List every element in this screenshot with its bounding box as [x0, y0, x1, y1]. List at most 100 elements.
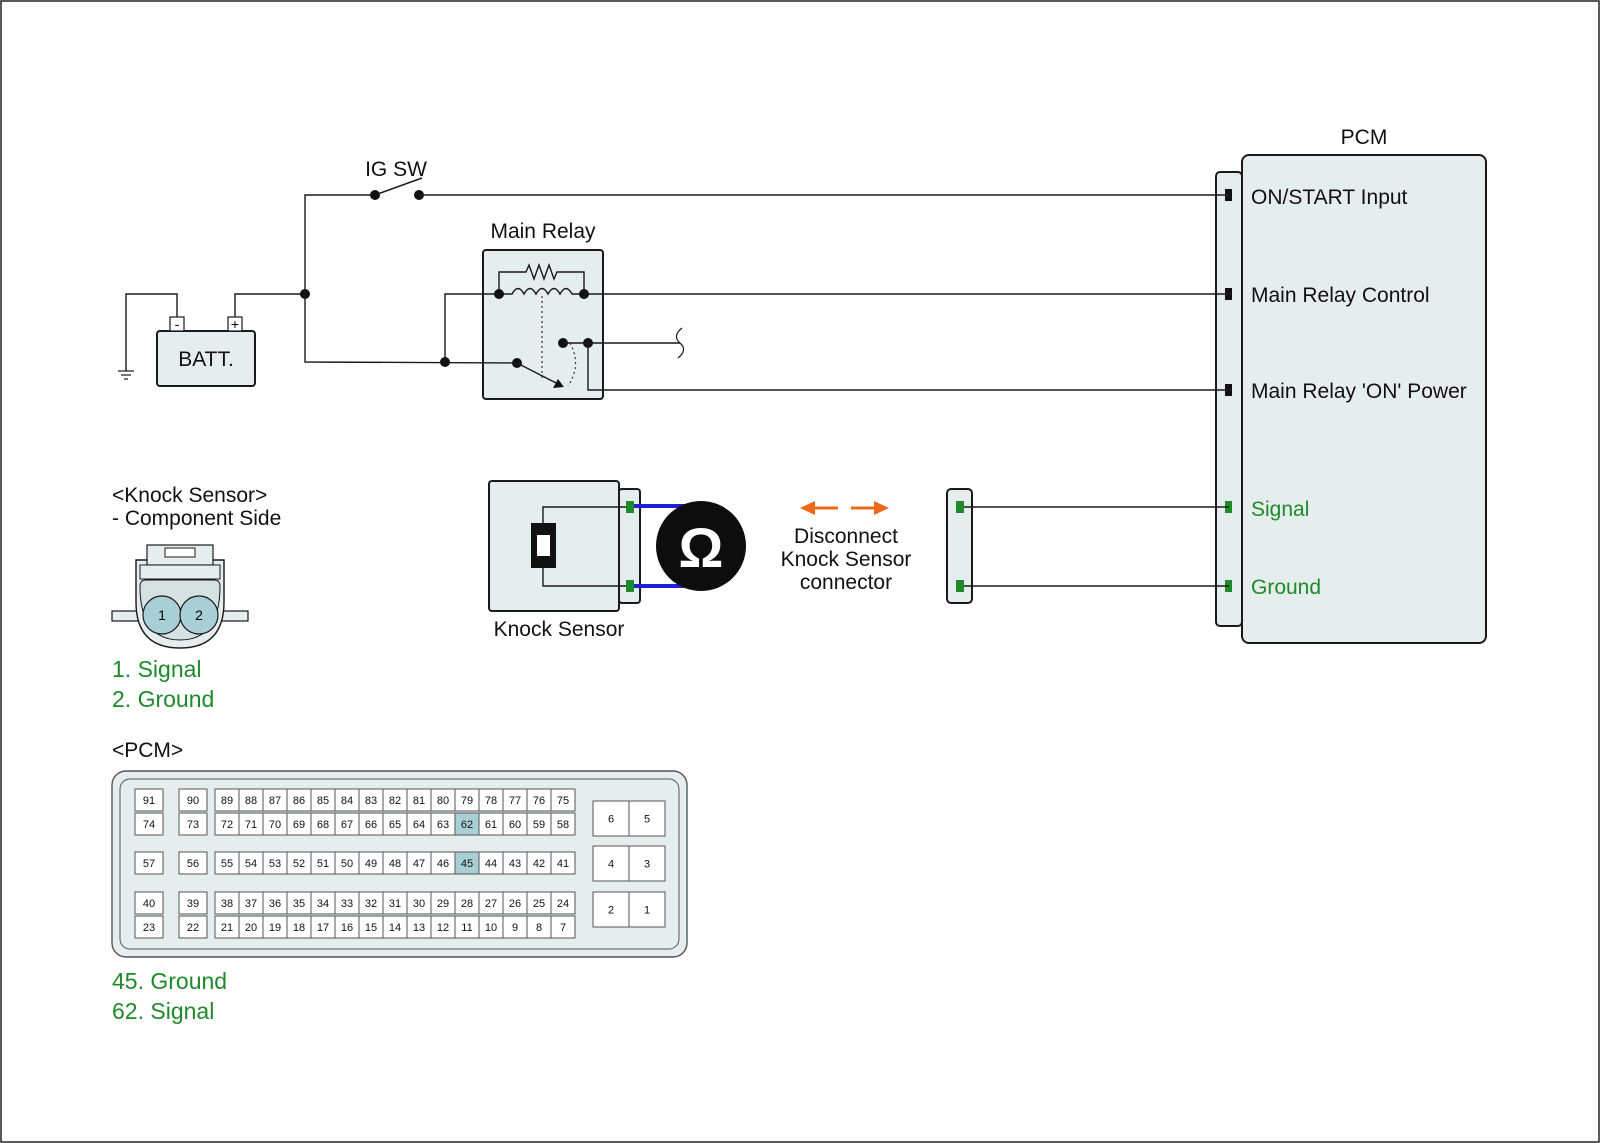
pcm-pin-label: 88	[245, 795, 257, 807]
pcm-pin-label: 84	[341, 795, 353, 807]
battery-label: BATT.	[178, 348, 234, 371]
pcm-pin-label: 21	[221, 922, 233, 934]
pcm-pin-label: 81	[413, 795, 425, 807]
pcm-pin-label: 9	[512, 922, 518, 934]
ground-icon	[118, 293, 178, 380]
pcm-legend-1: 45. Ground	[112, 968, 227, 994]
pcm-pin-label: 37	[245, 898, 257, 910]
pcm-pin-label: 87	[269, 795, 281, 807]
knock-sensor-pin-2	[626, 580, 634, 592]
pcm-pin-label: 29	[437, 898, 449, 910]
pcm-pin-39	[178, 891, 208, 915]
main-relay-label: Main Relay	[490, 220, 596, 243]
pcm-terminal-main-relay-control: Main Relay Control	[1251, 284, 1430, 307]
pcm-pin-4	[592, 845, 630, 882]
knock-connector-subtitle: - Component Side	[112, 507, 281, 530]
disconnect-line-3: connector	[800, 571, 892, 594]
wire-to-ig-sw	[304, 194, 375, 294]
pcm-pin-label: 19	[269, 922, 281, 934]
pcm-pin-label: 63	[437, 819, 449, 831]
knock-sensor-internal-wire-2	[542, 568, 630, 587]
pcm-pin-label: 79	[461, 795, 473, 807]
pcm-pin-90	[178, 788, 208, 812]
knock-sensor-connector	[618, 488, 641, 604]
pcm-pin-label: 43	[509, 858, 521, 870]
knock-connector-title: <Knock Sensor>	[112, 484, 267, 507]
pcm-pin-label: 6	[608, 814, 614, 826]
pcm-pin-label: 34	[317, 898, 329, 910]
pcm-pin-label: 3	[644, 859, 650, 871]
knock-sensor-pin-1	[626, 501, 634, 513]
pcm-pin-label: 62	[461, 819, 473, 831]
pcm-pin-label: 55	[221, 858, 233, 870]
pcm-pin-label: 24	[557, 898, 569, 910]
pcm-pin-label: 71	[245, 819, 257, 831]
knock-legend-1: 1. Signal	[112, 656, 202, 682]
pcm-connector-strip	[1215, 171, 1243, 627]
pcm-title: PCM	[1341, 126, 1388, 149]
relay-coil	[499, 287, 584, 296]
pcm-pin-label: 80	[437, 795, 449, 807]
harness-pin-signal	[956, 501, 964, 513]
wire-batt-pos	[234, 293, 305, 317]
pcm-pin-label: 47	[413, 858, 425, 870]
pcm-terminal-on-start: ON/START Input	[1251, 186, 1408, 209]
wire-relay-coil-feed	[444, 293, 499, 362]
harness-connector	[946, 488, 973, 604]
pcm-pin-label: 23	[143, 922, 155, 934]
pcm-pin-label: 51	[317, 858, 329, 870]
pcm-pin-label: 30	[413, 898, 425, 910]
pcm-pin-label: 52	[293, 858, 305, 870]
pcm-pin-label: 58	[557, 819, 569, 831]
pcm-pin-label: 82	[389, 795, 401, 807]
pcm-pin-24	[550, 891, 576, 915]
knock-sensor-element-core	[537, 535, 550, 556]
relay-switch-dashed	[567, 342, 577, 387]
pcm-pin-label: 61	[485, 819, 497, 831]
pcm-pin-label: 49	[365, 858, 377, 870]
disconnect-arrows-icon	[800, 501, 889, 515]
pcm-pin-57	[134, 851, 164, 875]
knock-connector-pin-2-label: 2	[195, 607, 203, 623]
ohmmeter-icon	[656, 501, 746, 591]
pcm-pin-label: 91	[143, 795, 155, 807]
pcm-pin-label: 38	[221, 898, 233, 910]
pcm-pin-label: 75	[557, 795, 569, 807]
pcm-box	[1241, 154, 1487, 644]
pcm-pin-58	[550, 812, 576, 836]
pcm-pin-label: 2	[608, 905, 614, 917]
pcm-pin-label: 4	[608, 859, 614, 871]
knock-connector-pin-2	[179, 595, 219, 635]
knock-legend-2: 2. Ground	[112, 686, 214, 712]
pcm-pin-40	[134, 891, 164, 915]
pcm-pin-label: 26	[509, 898, 521, 910]
pcm-pin-label: 68	[317, 819, 329, 831]
pcm-pin-label: 14	[389, 922, 401, 934]
pcm-pin-label: 27	[485, 898, 497, 910]
pcm-pin-label: 65	[389, 819, 401, 831]
pcm-pin-label: 44	[485, 858, 497, 870]
pcm-pin-label: 48	[389, 858, 401, 870]
knock-connector-pin-1-label: 1	[158, 607, 166, 623]
wire-break-icon	[675, 327, 685, 359]
pcm-pin-label: 8	[536, 922, 542, 934]
pcm-pin-label: 13	[413, 922, 425, 934]
pcm-pin-75	[550, 788, 576, 812]
wire-main-relay-on-power	[587, 343, 1229, 391]
disconnect-line-2: Knock Sensor	[781, 548, 912, 571]
pcm-pin-label: 90	[187, 795, 199, 807]
pcm-pin-label: 28	[461, 898, 473, 910]
pcm-pin-label: 77	[509, 795, 521, 807]
pcm-pin-label: 11	[461, 922, 472, 934]
pcm-pin-label: 78	[485, 795, 497, 807]
pcm-pin-label: 33	[341, 898, 353, 910]
pcm-pin-73	[178, 812, 208, 836]
pcm-pin-56	[178, 851, 208, 875]
pcm-pin-label: 35	[293, 898, 305, 910]
pcm-terminal-signal: Signal	[1251, 498, 1309, 521]
relay-switch-arrow	[553, 379, 564, 388]
ig-sw-label: IG SW	[365, 158, 427, 181]
pcm-pin-label: 39	[187, 898, 199, 910]
ig-sw-blade	[374, 177, 423, 196]
